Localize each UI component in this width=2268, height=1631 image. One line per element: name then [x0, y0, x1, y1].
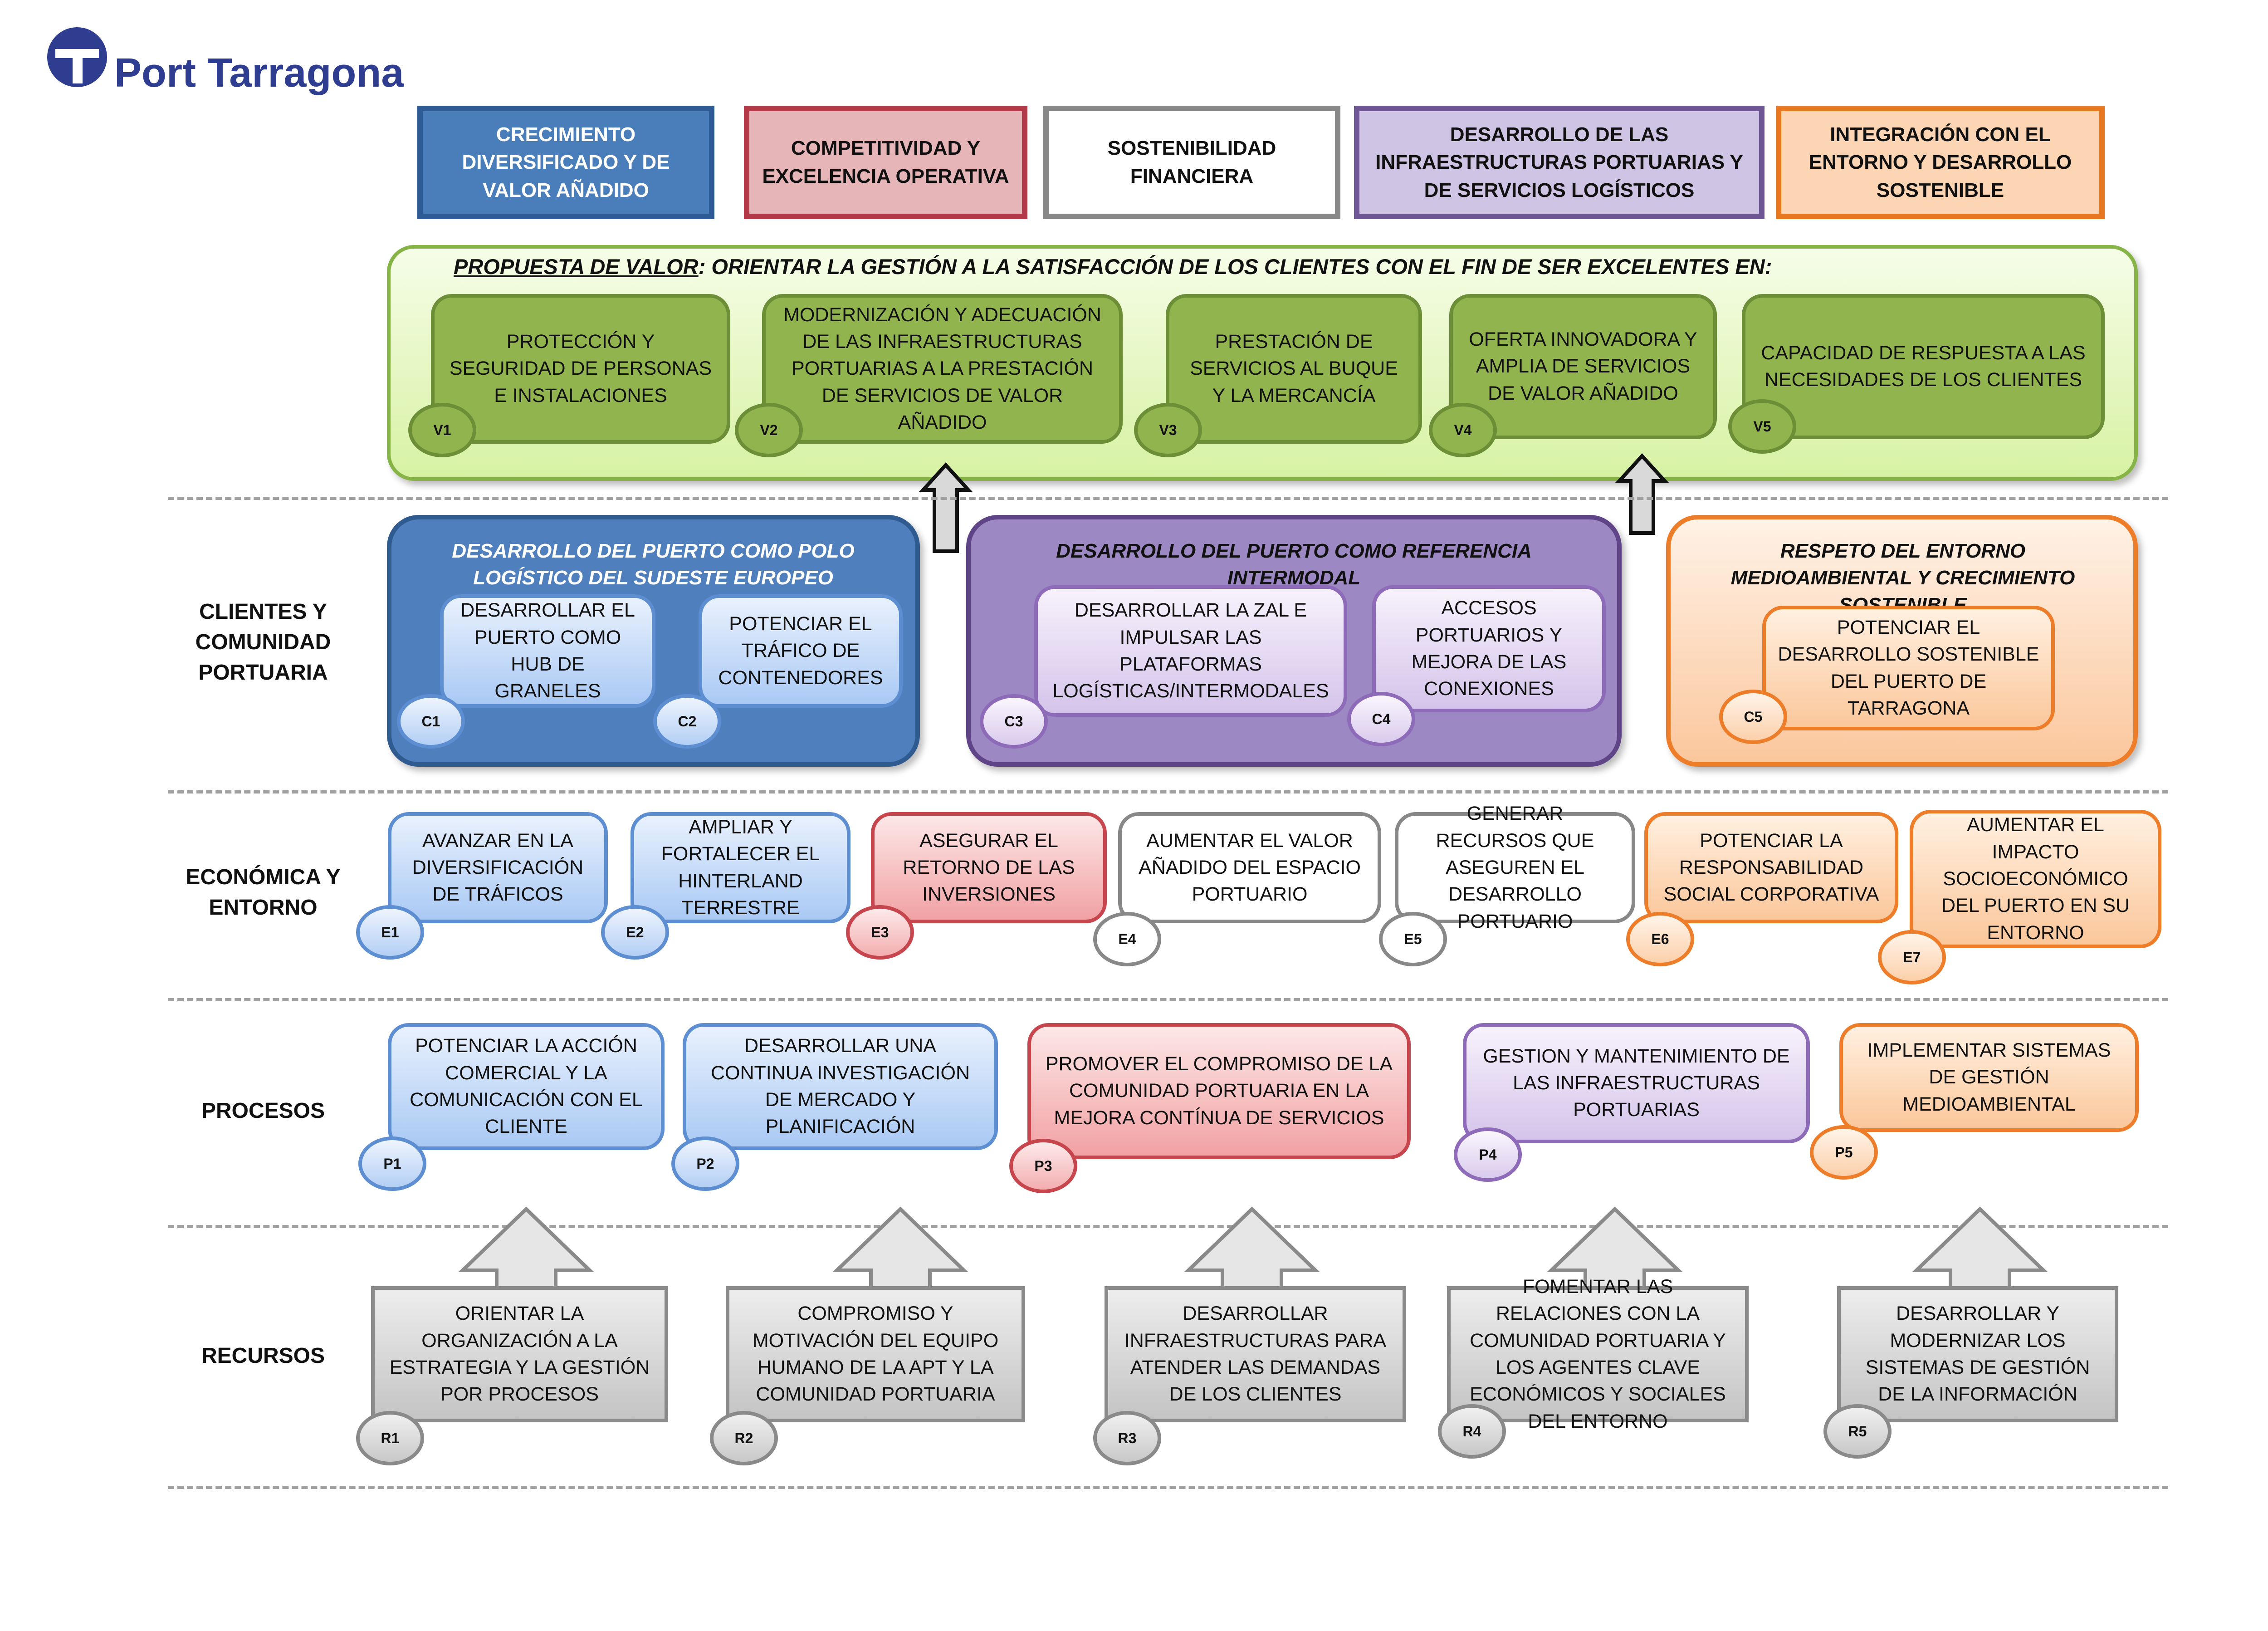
objective-r4-code: R4 [1438, 1404, 1506, 1459]
objective-p5: IMPLEMENTAR SISTEMAS DE GESTIÓN MEDIOAMB… [1839, 1023, 2139, 1132]
value-proposition-title: PROPUESTA DE VALOR: ORIENTAR LA GESTIÓN … [454, 254, 1772, 279]
objective-e1-code: E1 [356, 905, 424, 960]
objective-c1: DESARROLLAR EL PUERTO COMO HUB DE GRANEL… [440, 594, 655, 708]
perspective-infraestructuras: DESARROLLO DE LAS INFRAESTRUCTURAS PORTU… [1354, 106, 1765, 219]
objective-p4: GESTION Y MANTENIMIENTO DE LAS INFRAESTR… [1463, 1023, 1810, 1143]
objective-p1-code: P1 [358, 1136, 426, 1191]
objective-r3-code: R3 [1093, 1411, 1161, 1465]
objective-e3: ASEGURAR EL RETORNO DE LAS INVERSIONES [871, 812, 1107, 923]
row-separator [168, 790, 2168, 793]
objective-c4: ACCESOS PORTUARIOS Y MEJORA DE LAS CONEX… [1372, 585, 1606, 712]
objective-r1: ORIENTAR LA ORGANIZACIÓN A LA ESTRATEGIA… [371, 1286, 668, 1422]
objective-c5-code: C5 [1719, 690, 1787, 744]
objective-c2-code: C2 [653, 694, 721, 749]
client-group-title: DESARROLLO DEL PUERTO COMO REFERENCIA IN… [1056, 540, 1532, 589]
arrow-up-icon [832, 1206, 968, 1298]
client-group-title: DESARROLLO DEL PUERTO COMO POLO LOGÍSTIC… [452, 540, 855, 589]
objective-p5-code: P5 [1810, 1125, 1878, 1180]
objective-v4-code: V4 [1429, 403, 1497, 457]
objective-c5: POTENCIAR EL DESARROLLO SOSTENIBLE DEL P… [1762, 606, 2055, 730]
objective-v2-code: V2 [735, 403, 803, 457]
perspective-competitividad: COMPETITIVIDAD Y EXCELENCIA OPERATIVA [744, 106, 1027, 219]
row-separator [168, 497, 2168, 500]
objective-e6: POTENCIAR LA RESPONSABILIDAD SOCIAL CORP… [1644, 812, 1898, 923]
objective-c2: POTENCIAR EL TRÁFICO DE CONTENEDORES [699, 594, 903, 708]
row-separator [168, 998, 2168, 1001]
objective-r5-code: R5 [1823, 1404, 1892, 1459]
objective-r4: FOMENTAR LAS RELACIONES CON LA COMUNIDAD… [1447, 1276, 1749, 1432]
objective-e5: GENERAR RECURSOS QUE ASEGUREN EL DESARRO… [1395, 803, 1635, 932]
objective-v4: OFERTA INNOVADORA Y AMPLIA DE SERVICIOS … [1449, 294, 1717, 439]
objective-e5-code: E5 [1379, 912, 1447, 966]
objective-e3-code: E3 [846, 905, 914, 960]
objective-e7: AUMENTAR EL IMPACTO SOCIOECONÓMICO DEL P… [1910, 810, 2161, 948]
objective-v5: CAPACIDAD DE RESPUESTA A LAS NECESIDADES… [1742, 294, 2105, 439]
objective-v5-code: V5 [1728, 399, 1796, 454]
arrow-up-icon [1184, 1206, 1320, 1298]
objective-e2: AMPLIAR Y FORTALECER EL HINTERLAND TERRE… [631, 812, 850, 923]
row-label-clientes: CLIENTES Y COMUNIDAD PORTUARIA [195, 600, 331, 685]
objective-v1: PROTECCIÓN Y SEGURIDAD DE PERSONAS E INS… [431, 294, 730, 444]
objective-p2: DESARROLLAR UNA CONTINUA INVESTIGACIÓN D… [683, 1023, 998, 1150]
objective-e4: AUMENTAR EL VALOR AÑADIDO DEL ESPACIO PO… [1118, 812, 1381, 923]
objective-e1: AVANZAR EN LA DIVERSIFICACIÓN DE TRÁFICO… [388, 812, 608, 923]
perspective-sostenibilidad: SOSTENIBILIDAD FINANCIERA [1043, 106, 1340, 219]
row-separator [168, 1225, 2168, 1228]
objective-v3: PRESTACIÓN DE SERVICIOS AL BUQUE Y LA ME… [1166, 294, 1422, 444]
objective-p3-code: P3 [1009, 1139, 1077, 1193]
row-label-procesos: PROCESOS [201, 1099, 325, 1123]
client-group-title: RESPETO DEL ENTORNO MEDIOAMBIENTAL Y CRE… [1730, 540, 2075, 616]
row-separator [168, 1486, 2168, 1489]
objective-r2: COMPROMISO Y MOTIVACIÓN DEL EQUIPO HUMAN… [726, 1286, 1025, 1422]
objective-r5: DESARROLLAR Y MODERNIZAR LOS SISTEMAS DE… [1837, 1286, 2118, 1422]
arrow-up-icon [1615, 453, 1669, 535]
value-proposition-label: PROPUESTA DE VALOR [454, 255, 699, 279]
objective-v1-code: V1 [408, 403, 476, 457]
arrow-up-icon [458, 1206, 594, 1298]
row-label-economica: ECONÓMICA Y ENTORNO [186, 865, 341, 920]
objective-r1-code: R1 [356, 1411, 424, 1465]
objective-r3: DESARROLLAR INFRAESTRUCTURAS PARA ATENDE… [1105, 1286, 1406, 1422]
value-proposition-text: : ORIENTAR LA GESTIÓN A LA SATISFACCIÓN … [698, 255, 1772, 279]
row-label-recursos: RECURSOS [201, 1344, 325, 1368]
objective-c3: DESARROLLAR LA ZAL E IMPULSAR LAS PLATAF… [1034, 585, 1347, 717]
objective-e2-code: E2 [601, 905, 669, 960]
objective-e6-code: E6 [1626, 912, 1694, 966]
objective-v2: MODERNIZACIÓN Y ADECUACIÓN DE LAS INFRAE… [762, 294, 1123, 444]
objective-p3: PROMOVER EL COMPROMISO DE LA COMUNIDAD P… [1027, 1023, 1411, 1159]
logo-text: Port Tarragona [114, 50, 404, 96]
perspective-integracion: INTEGRACIÓN CON EL ENTORNO Y DESARROLLO … [1776, 106, 2105, 219]
objective-e7-code: E7 [1878, 930, 1946, 984]
objective-e4-code: E4 [1093, 912, 1161, 966]
objective-c1-code: C1 [397, 694, 465, 749]
objective-p4-code: P4 [1454, 1127, 1522, 1182]
objective-c4-code: C4 [1347, 692, 1415, 746]
objective-v3-code: V3 [1134, 403, 1202, 457]
objective-p1: POTENCIAR LA ACCIÓN COMERCIAL Y LA COMUN… [388, 1023, 665, 1150]
arrow-up-icon [1912, 1206, 2048, 1298]
perspective-crecimiento: CRECIMIENTO DIVERSIFICADO Y DE VALOR AÑA… [417, 106, 714, 219]
port-tarragona-logo-icon [47, 27, 107, 87]
objective-r2-code: R2 [710, 1411, 778, 1465]
objective-c3-code: C3 [980, 694, 1048, 749]
objective-p2-code: P2 [671, 1136, 739, 1191]
arrow-up-icon [919, 462, 973, 553]
